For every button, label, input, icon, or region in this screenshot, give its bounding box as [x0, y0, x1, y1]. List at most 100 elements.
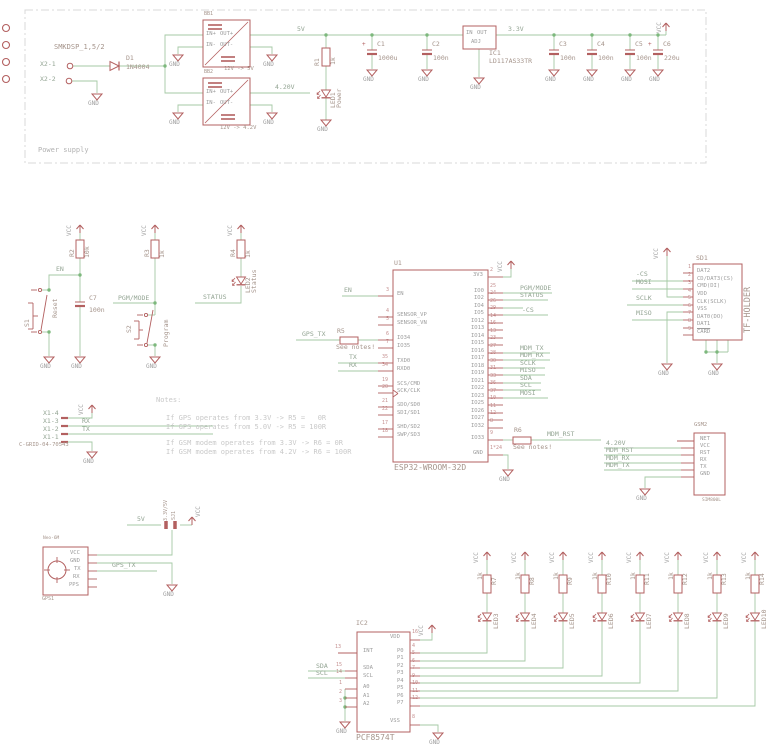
gnd-label-0: GND [88, 100, 99, 107]
pin-name-sd1-dat2: DAT2 [697, 268, 711, 274]
gnd-label-10: GND [583, 76, 594, 83]
net-label-en-left: EN [56, 265, 64, 273]
net-label-scl-ic2: SCL [316, 669, 328, 677]
vcc-label-13: VCC [626, 552, 633, 563]
gnd-label-18: GND [708, 370, 719, 377]
vcc-label-3: VCC [227, 225, 234, 236]
circles [1, 23, 149, 580]
pin-name-u1-io17: IO17 [471, 355, 485, 361]
pin-num-ic2-2: 2 [339, 689, 343, 695]
net-label-sda-ic2: SDA [316, 662, 328, 670]
pin-num-ic2-10: 10 [412, 680, 419, 686]
part-value-c2: 100n [433, 54, 449, 62]
pin-num-u1-23: 23 [490, 335, 497, 341]
pin-num-u1-4: 4 [386, 308, 390, 314]
pin-name-u1-io25: IO25 [471, 400, 485, 406]
net-label-sclk-sd1: SCLK [636, 294, 652, 302]
part-value-sd1: TF-HOLDER [743, 286, 753, 333]
pin-name-u1-io32: IO32 [471, 423, 485, 429]
pin-name-u1-io26: IO26 [471, 408, 485, 414]
net-label-pgmmode-left: PGM/MODE [118, 294, 150, 302]
gnd-label-6: GND [363, 76, 374, 83]
pin-name-u1-io2: IO2 [474, 295, 484, 301]
pin-name-ic2-sda: SDA [363, 665, 373, 671]
pin-num-u1-2: 2 [490, 267, 494, 273]
pin-name-sd1-dat1: DAT1 [697, 321, 711, 327]
part-name-ic1: IC1 [489, 49, 501, 57]
polarity-plus-c6: + [648, 41, 652, 48]
vcc-label-6: VCC [78, 404, 85, 415]
part-value-r11: 1k [629, 572, 637, 580]
pin-name-u1-sdisd1: SDI/SD1 [397, 410, 421, 416]
part-value-r12: 1k [667, 572, 675, 580]
part-name-gsm2: GSM2 [694, 422, 708, 428]
part-value-c1: 1000u [378, 54, 398, 62]
pin-num-u1-6: 6 [386, 331, 390, 337]
pin-name-ic2-int: INT [363, 648, 373, 654]
pin-name-b2-outm: OUT- [220, 100, 234, 106]
capacitors [75, 49, 663, 308]
pin-num-u1-30: 30 [490, 358, 497, 364]
part-value-d1: 1N4004 [126, 63, 150, 71]
pin-num-sd1-5: 5 [688, 295, 692, 301]
pin-name-u1-io34: IO34 [397, 335, 411, 341]
section-label-power-supply: Power supply [38, 146, 89, 154]
vcc-label-5: VCC [653, 248, 660, 259]
gnd-label-19: GND [636, 495, 647, 502]
net-label-status-u1: STATUS [520, 291, 544, 299]
part-value-c6: 220u [664, 54, 680, 62]
pin-name-u1-io21: IO21 [471, 378, 485, 384]
gnd-label-12: GND [649, 76, 660, 83]
pin-name-u1-io13: IO13 [471, 325, 485, 331]
pin-name-gsm-rst: RST [700, 450, 710, 456]
pin-num-sd1-2: 2 [688, 272, 692, 278]
pin-num-u1-20: 20 [382, 384, 389, 390]
part-name-c2: C2 [432, 40, 440, 48]
part-name-r9: R9 [566, 577, 574, 585]
vcc-label-16: VCC [741, 552, 748, 563]
gnd-label-5: GND [317, 126, 328, 133]
part-value-led1: Power [335, 88, 343, 108]
pin-num-u1-35: 35 [382, 354, 389, 360]
pin-num-u1-37: 37 [490, 388, 497, 394]
pin-name-gps-tx: TX [74, 566, 81, 572]
part-value-r4: 1k [244, 250, 252, 258]
vcc-label-2: VCC [141, 225, 148, 236]
pin-name-u1-sensorvp: SENSOR_VP [397, 312, 427, 318]
part-value-r1: 1k [329, 57, 337, 65]
net-label-status-left: STATUS [203, 293, 227, 301]
net-label-sda-u1: SDA [520, 374, 532, 382]
note-line-2: If GPS operates from 5.0V -> R5 = 100R [166, 423, 327, 431]
gnd-label-15: GND [146, 363, 157, 370]
part-name-r11: R11 [643, 573, 651, 585]
pin-num-u1-28: 28 [490, 350, 497, 356]
pin-num-u1-8: 8 [490, 418, 494, 424]
pin-name-ic2-scl: SCL [363, 673, 373, 679]
part-value-r2: 10k [83, 246, 91, 258]
part-name-x1: C-GRID-04-70543 [19, 442, 69, 448]
pin-num-u1-22: 22 [382, 406, 389, 412]
pin-name-u1-en: EN [397, 291, 404, 297]
pin-num-u1-14: 14 [490, 313, 497, 319]
part-name-x2: SMKDSP_1,5/2 [54, 43, 105, 51]
polarity-plus-c1: + [362, 41, 366, 48]
pin-num-u1-33: 33 [490, 373, 497, 379]
part-name-s2: S2 [125, 325, 133, 333]
pin-name-u1-swpsd3: SWP/SD3 [397, 432, 421, 438]
pin-num-u1-34: 34 [382, 362, 389, 368]
pin-num-sd1-3: 3 [688, 280, 692, 286]
part-name-sj1: SJ1 [171, 510, 177, 520]
pin-num-u1-9: 9 [490, 430, 494, 436]
pin-name-ic2-a2: A2 [363, 701, 370, 707]
net-label-tx-x1: TX [82, 425, 90, 433]
net-label-5v: 5V [297, 25, 305, 33]
net-label-4v2-gsm: 4.20V [606, 439, 626, 447]
pin-label-x1-2: X1-2 [43, 425, 59, 433]
pin-name-sd1-dat0: DAT0(DO) [697, 314, 724, 320]
part-value-r14: 1k [744, 572, 752, 580]
gnd-label-22: GND [336, 728, 347, 735]
pin-num-u1-3: 3 [386, 287, 390, 293]
pin-num-u1-16: 16 [490, 320, 497, 326]
component-outlines [42, 19, 760, 733]
pin-name-u1-sdosd0: SDO/SD0 [397, 402, 421, 408]
